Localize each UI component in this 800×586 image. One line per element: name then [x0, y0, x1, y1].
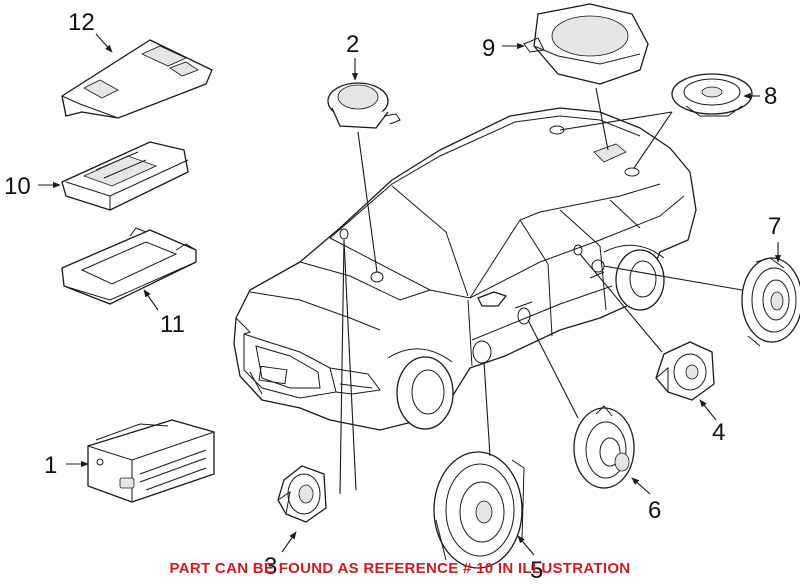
callout-3: 3 — [264, 553, 277, 580]
part-7-door-speaker — [741, 257, 800, 347]
callout-9: 9 — [482, 35, 495, 62]
callout-4: 4 — [712, 419, 725, 446]
vehicle-outline — [233, 107, 697, 431]
callout-10: 10 — [4, 173, 31, 200]
callout-5: 5 — [530, 557, 543, 584]
part-10-control-module — [61, 141, 189, 211]
callout-2: 2 — [346, 31, 359, 58]
part-6-door-speaker — [573, 405, 635, 489]
callout-12: 12 — [68, 9, 95, 36]
part-8-small-speaker — [671, 73, 753, 117]
part-11-bracket — [61, 227, 197, 305]
callout-numbers: 12 10 11 1 2 3 4 5 6 7 8 9 — [4, 9, 781, 584]
part-9-center-speaker — [523, 3, 649, 85]
callout-8: 8 — [764, 83, 777, 110]
callout-1: 1 — [44, 452, 57, 479]
part-12-amplifier — [61, 39, 213, 119]
callout-6: 6 — [648, 497, 661, 524]
leader-lines — [339, 87, 743, 495]
callout-arrows — [38, 33, 782, 556]
part-5-woofer — [433, 451, 525, 569]
reference-note: PART CAN BE FOUND AS REFERENCE # 10 IN I… — [169, 560, 631, 577]
part-4-midrange — [655, 341, 715, 401]
callout-7: 7 — [768, 213, 781, 240]
part-3-tweeter — [277, 465, 327, 523]
callout-11: 11 — [160, 311, 185, 338]
part-2-tweeter — [327, 82, 401, 129]
part-1-receiver — [87, 419, 215, 503]
